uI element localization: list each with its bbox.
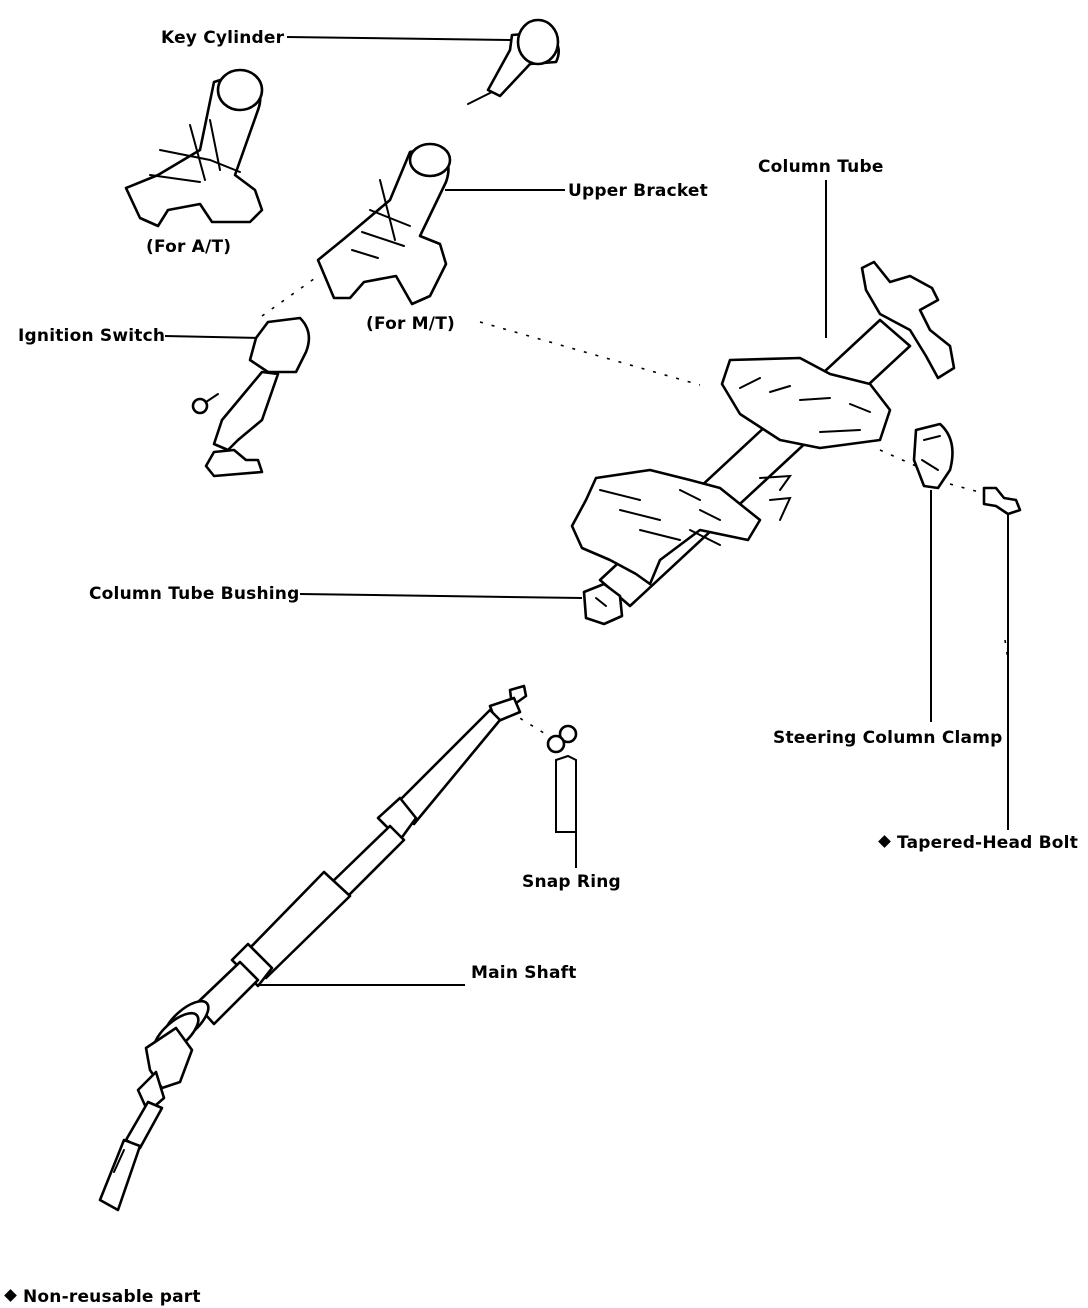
label-tapered-head-bolt: Tapered-Head Bolt	[878, 833, 1079, 853]
key-cylinder-part	[467, 18, 560, 105]
label-main-shaft: Main Shaft	[471, 963, 577, 983]
steering-column-clamp-part	[912, 422, 954, 490]
label-snap-ring: Snap Ring	[522, 872, 621, 892]
legend-text: Non-reusable part	[23, 1287, 201, 1307]
assembly-dash-lines	[261, 275, 1009, 739]
label-steering-column-clamp: Steering Column Clamp	[773, 728, 1003, 748]
diamond-icon	[878, 835, 891, 848]
label-upper-bracket: Upper Bracket	[568, 181, 708, 201]
leader-column-tube-bushing	[299, 593, 583, 599]
diamond-icon	[4, 1289, 17, 1302]
label-key-cylinder: Key Cylinder	[161, 28, 285, 48]
label-ignition-switch: Ignition Switch	[18, 326, 166, 346]
label-for-at: (For A/T)	[146, 237, 232, 257]
leader-snap-ring	[555, 754, 577, 868]
label-tapered-head-bolt-text: Tapered-Head Bolt	[897, 833, 1079, 853]
label-column-tube-bushing: Column Tube Bushing	[89, 584, 300, 604]
label-column-tube: Column Tube	[758, 157, 884, 177]
label-for-mt: (For M/T)	[366, 314, 455, 334]
column-tube-bushing-part	[582, 582, 624, 626]
ignition-switch-part	[191, 316, 311, 478]
snap-ring-part	[546, 724, 578, 754]
legend: Non-reusable part	[4, 1287, 201, 1307]
main-shaft-part	[98, 684, 528, 1212]
tapered-head-bolt-part	[982, 486, 1022, 516]
column-tube-part	[570, 260, 956, 608]
leader-lines	[164, 36, 1009, 986]
leader-ignition-switch	[164, 335, 263, 339]
leader-key-cylinder	[286, 36, 513, 41]
upper-bracket-at-part	[124, 68, 264, 228]
upper-bracket-mt-part	[316, 142, 452, 306]
